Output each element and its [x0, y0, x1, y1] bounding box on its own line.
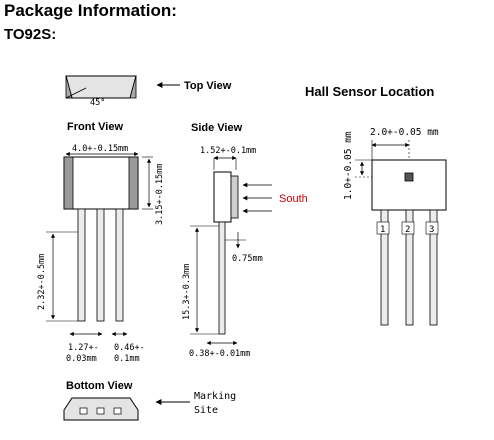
- hall-body: [371, 159, 447, 211]
- front-lead-2: [96, 208, 105, 322]
- hall-pin-3: 3: [429, 225, 434, 235]
- top-view-bevel-right: [129, 75, 137, 99]
- hall-sensor-point: [404, 172, 414, 182]
- hall-pin-1: 1: [380, 225, 385, 235]
- front-pitch-tol: 0.03mm: [66, 354, 97, 364]
- hall-lead-2: [405, 209, 414, 326]
- front-body: [63, 156, 139, 210]
- hall-x-dim: 2.0+-0.05 mm: [370, 127, 439, 138]
- hall-sensor-view: Hall Sensor Location 2.0+-0.05 mm 1.0+-0…: [305, 84, 447, 326]
- marking-label-line1: Marking: [194, 391, 236, 402]
- top-view-label: Top View: [184, 80, 232, 92]
- hall-y-dim: 1.0+-0.05 mm: [343, 131, 354, 200]
- side-view: Side View 1.52+-0.1mm South 0.75mm 15.3+…: [182, 122, 308, 359]
- side-offset-dim: 0.75mm: [232, 254, 263, 264]
- side-lead: [218, 221, 226, 335]
- hall-sensor-label: Hall Sensor Location: [305, 84, 434, 99]
- marking-label-line2: Site: [194, 405, 218, 416]
- front-lead-width-dim: 0.46+-: [114, 343, 145, 353]
- top-view-angle-leader: [65, 87, 87, 99]
- hall-lead-1: [380, 209, 389, 326]
- front-lead-3: [115, 208, 124, 322]
- front-height-dim: 3.15+-0.15mm: [155, 164, 165, 225]
- bottom-lead-2: [96, 407, 105, 415]
- side-body: [213, 171, 232, 223]
- front-lead-length-dim: 2.32+-0.5mm: [37, 254, 47, 310]
- bottom-lead-3: [113, 407, 122, 415]
- side-body-face: [230, 175, 239, 219]
- top-view-body: [65, 75, 137, 99]
- top-view: 45° Top View: [65, 75, 232, 108]
- package-type: TO92S:: [4, 26, 57, 43]
- front-lead-1: [77, 208, 86, 322]
- front-lead-width-tol: 0.1mm: [114, 354, 140, 364]
- front-body-left-edge: [63, 156, 74, 210]
- angle-label: 45°: [90, 98, 105, 108]
- front-width-dim: 4.0+-0.15mm: [72, 144, 128, 154]
- bottom-lead-1: [79, 407, 88, 415]
- front-view: Front View 4.0+-0.15mm 3.15+-0.15mm 2.32…: [37, 121, 165, 364]
- front-body-right-edge: [128, 156, 139, 210]
- south-label: South: [279, 193, 308, 205]
- front-view-label: Front View: [67, 121, 123, 133]
- front-pitch-dim: 1.27+-: [68, 343, 99, 353]
- side-lead-total-dim: 15.3+-0.3mm: [182, 264, 192, 320]
- hall-lead-3: [429, 209, 438, 326]
- page-title: Package Information:: [4, 1, 177, 20]
- bottom-view: Bottom View Marking Site: [63, 380, 236, 421]
- side-thickness-dim: 1.52+-0.1mm: [200, 146, 256, 156]
- hall-pin-2: 2: [405, 225, 410, 235]
- side-lead-thickness-dim: 0.38+-0.01mm: [189, 349, 250, 359]
- side-view-label: Side View: [191, 122, 243, 134]
- bottom-view-label: Bottom View: [66, 380, 133, 392]
